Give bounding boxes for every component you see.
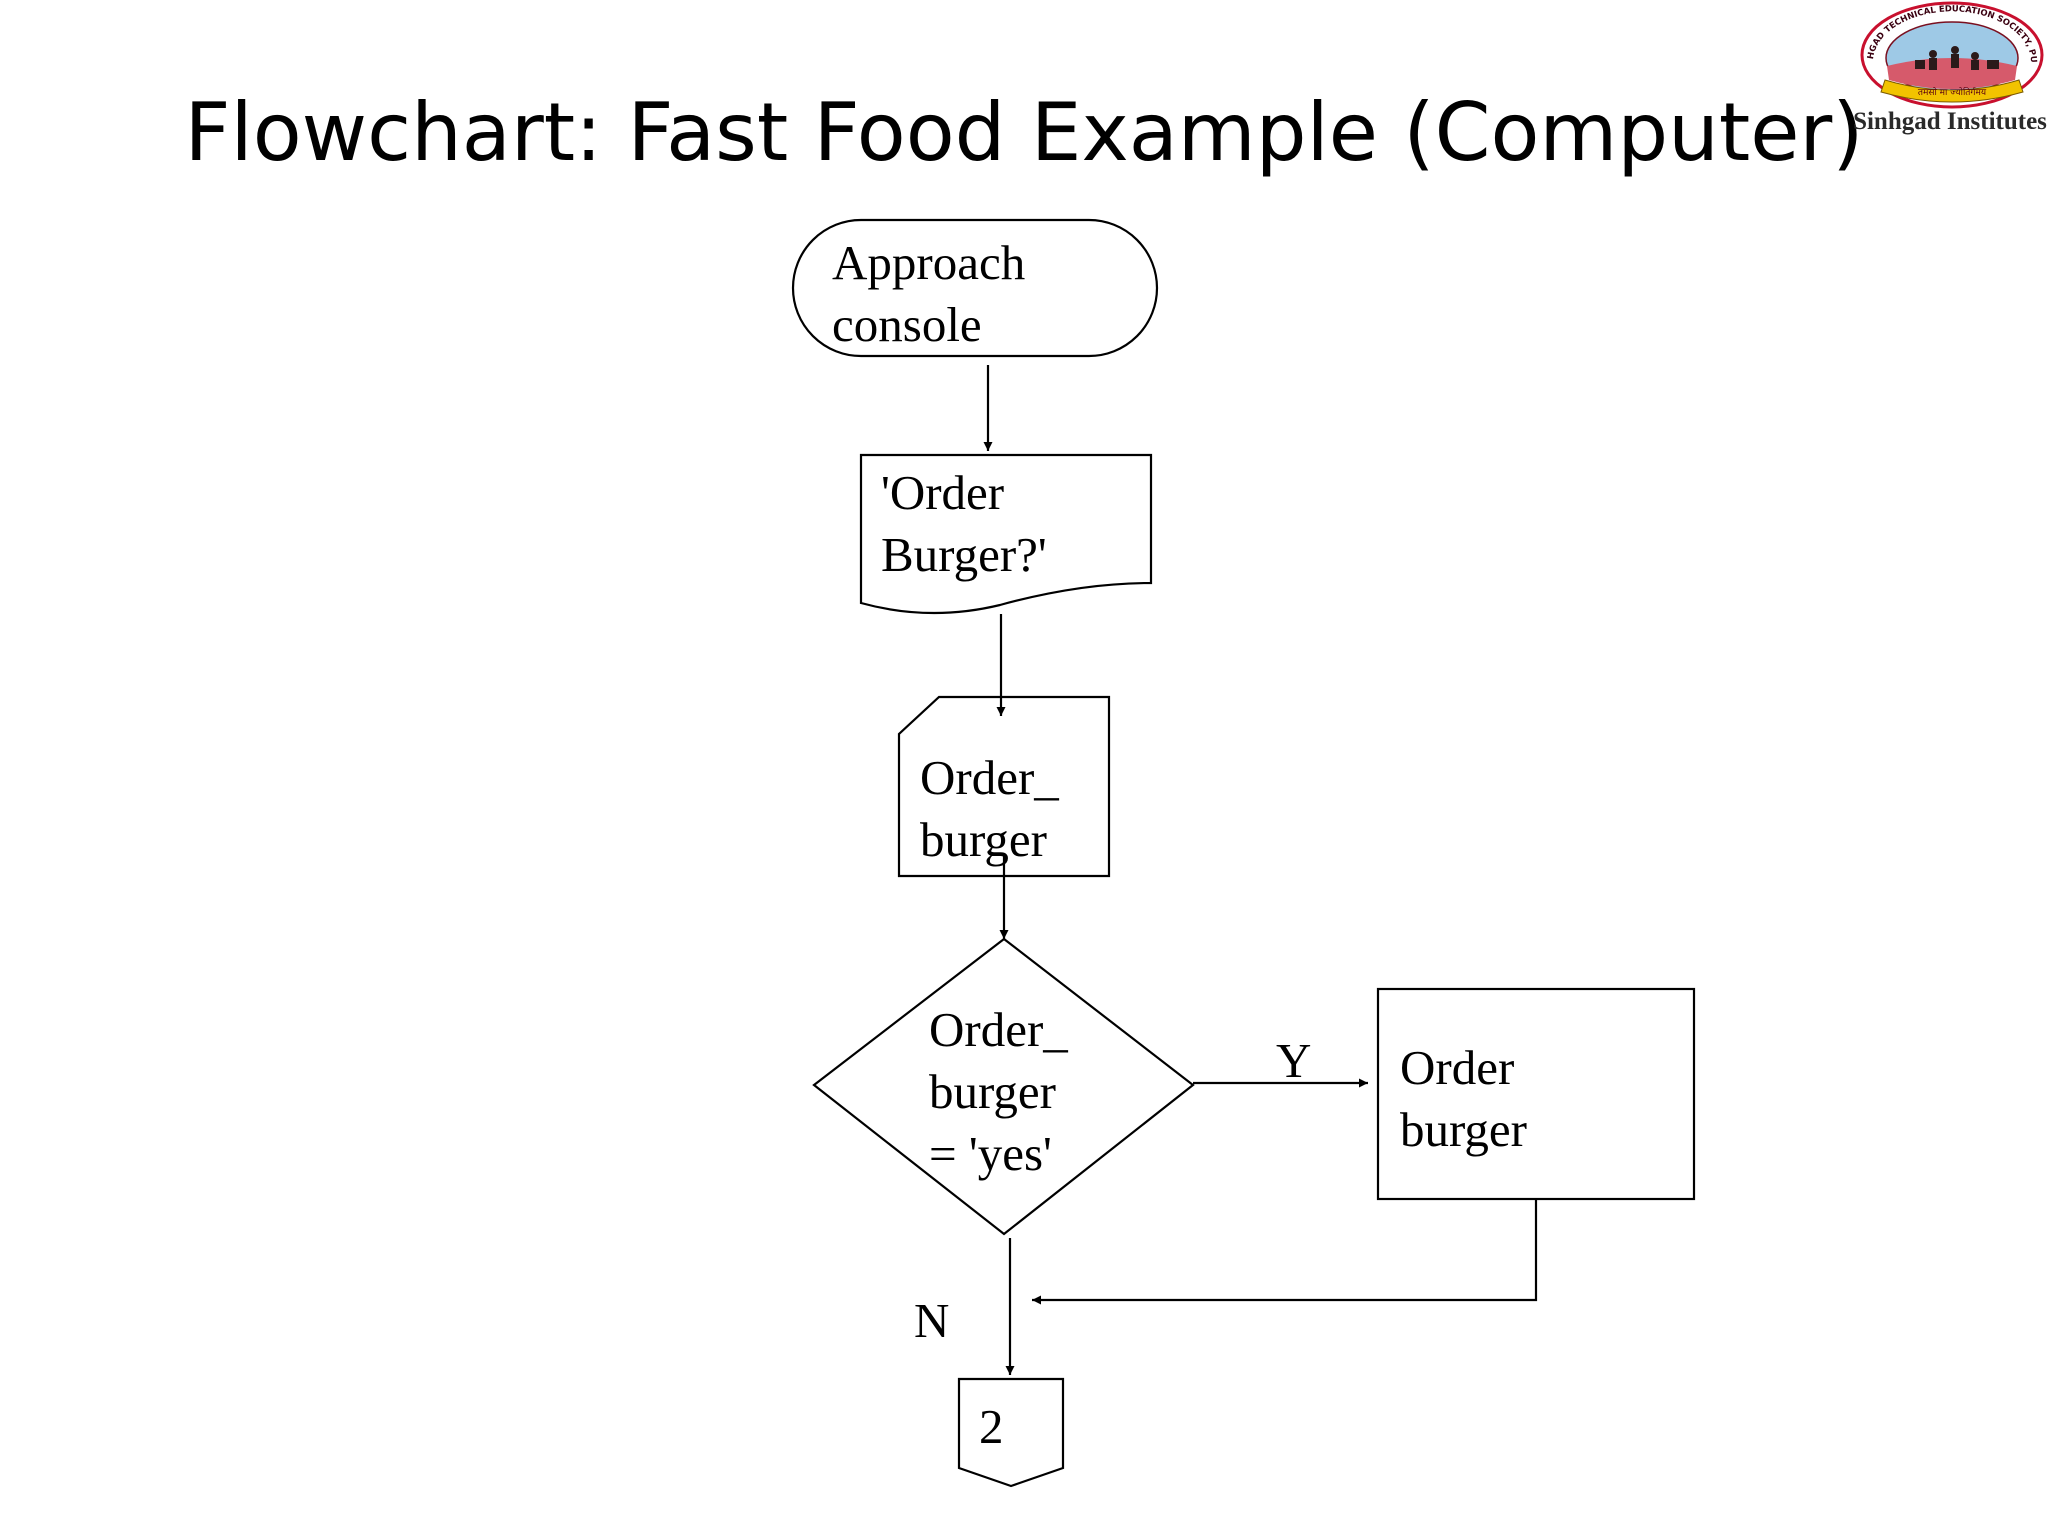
node-prompt-line-2: Burger?' <box>881 527 1047 582</box>
logo-motto-band <box>1880 79 2024 103</box>
node-decision-line-3: = 'yes' <box>929 1126 1052 1181</box>
node-process-box: Order burger <box>1376 987 1696 1201</box>
logo-figures <box>1915 46 1999 70</box>
sinhgad-logo: तमसो मा ज्योतिर्गमय SINHGAD TECHNICAL ED… <box>1855 0 2044 109</box>
edge-label-no: N <box>914 1293 949 1348</box>
node-decision-diamond: Order_ burger = 'yes' <box>812 937 1195 1236</box>
logo-motto: तमसो मा ज्योतिर्गमय <box>1918 86 1987 98</box>
node-process-line-2: burger <box>1400 1102 1527 1157</box>
node-start-terminator: Approach console <box>791 218 1159 358</box>
node-input-line-2: burger <box>920 812 1047 867</box>
node-prompt-document: 'Order Burger?' <box>859 453 1153 615</box>
edge-label-yes: Y <box>1276 1033 1311 1088</box>
node-connector-label: 2 <box>979 1399 1004 1454</box>
node-offpage-connector: 2 <box>957 1377 1065 1488</box>
logo-institute-name: Sinhgad Institutes <box>1853 108 2047 135</box>
node-input-card: Order_ burger <box>897 695 1111 878</box>
node-decision-line-2: burger <box>929 1064 1056 1119</box>
node-input-line-1: Order_ <box>920 750 1059 805</box>
node-prompt-line-1: 'Order <box>881 465 1004 520</box>
node-process-line-1: Order <box>1400 1040 1514 1095</box>
node-start-line-2: console <box>832 297 982 352</box>
node-start-line-1: Approach <box>832 235 1025 290</box>
node-decision-line-1: Order_ <box>929 1002 1068 1057</box>
slide-title: Flowchart: Fast Food Example (Computer) <box>184 86 1864 179</box>
edge-process-to-connector <box>1032 1199 1538 1305</box>
